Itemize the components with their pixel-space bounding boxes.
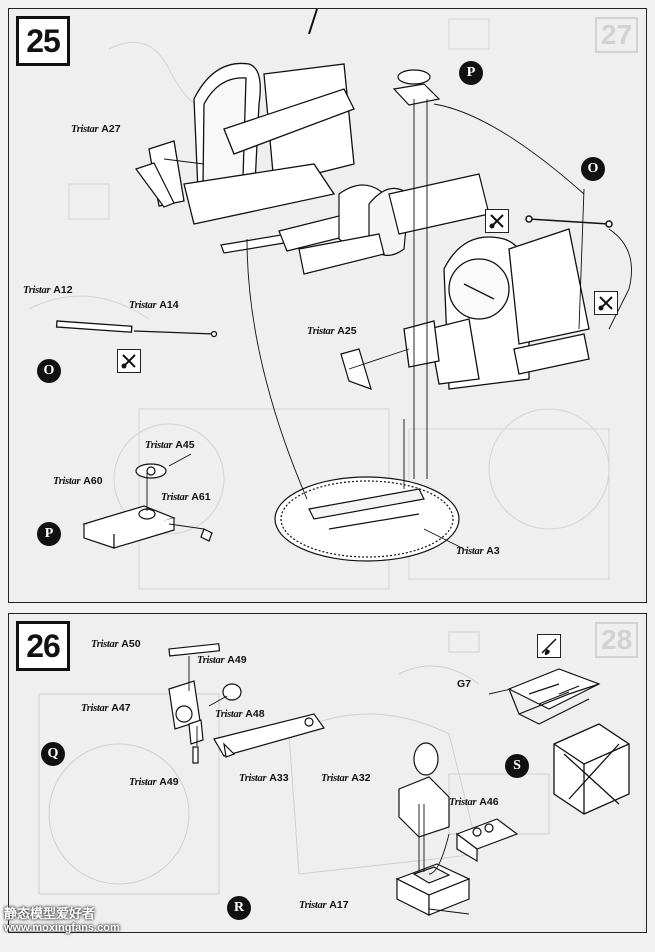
faded-step-number: 28 — [595, 622, 639, 658]
marker-s: S — [505, 754, 529, 778]
brand-tristar: Tristar — [456, 546, 484, 557]
step-26-panel: 26 28 — [8, 613, 647, 933]
brand-tristar: Tristar — [91, 639, 119, 650]
brand-tristar: Tristar — [197, 655, 225, 666]
brand-tristar: Tristar — [23, 285, 51, 296]
brand-tristar: Tristar — [129, 300, 157, 311]
marker-p-top: P — [459, 61, 483, 85]
step-number-26: 26 — [16, 621, 70, 671]
step-number-25: 25 — [16, 16, 70, 66]
brand-tristar: Tristar — [161, 492, 189, 503]
marker-o-right: O — [581, 157, 605, 181]
watermark-title: 静态模型爱好者 — [4, 906, 96, 921]
brand-tristar: Tristar — [321, 773, 349, 784]
paint-icon — [537, 634, 561, 658]
marker-o-left: O — [37, 359, 61, 383]
brand-tristar: Tristar — [307, 326, 335, 337]
brand-tristar: Tristar — [129, 777, 157, 788]
brand-tristar: Tristar — [299, 900, 327, 911]
brand-tristar: Tristar — [81, 703, 109, 714]
label-g7: G7 — [457, 678, 472, 690]
step-25-drawing — [28, 8, 632, 590]
watermark-url: www.moxingfans.com — [4, 922, 120, 934]
marker-r: R — [227, 896, 251, 920]
marker-q: Q — [41, 742, 65, 766]
brand-tristar: Tristar — [215, 709, 243, 720]
faded-step-number: 27 — [595, 17, 639, 53]
cut-glue-icon — [485, 209, 509, 233]
brand-tristar: Tristar — [449, 797, 477, 808]
step-26-drawing — [38, 631, 630, 916]
brand-tristar: Tristar — [71, 124, 99, 135]
brand-tristar: Tristar — [145, 440, 173, 451]
step-25-panel: 25 27 — [8, 8, 647, 603]
brand-tristar: Tristar — [239, 773, 267, 784]
watermark: 静态模型爱好者 www.moxingfans.com — [4, 906, 120, 936]
brand-tristar: Tristar — [53, 476, 81, 487]
cut-glue-icon — [117, 349, 141, 373]
cut-glue-icon — [594, 291, 618, 315]
marker-p-bottom: P — [37, 522, 61, 546]
